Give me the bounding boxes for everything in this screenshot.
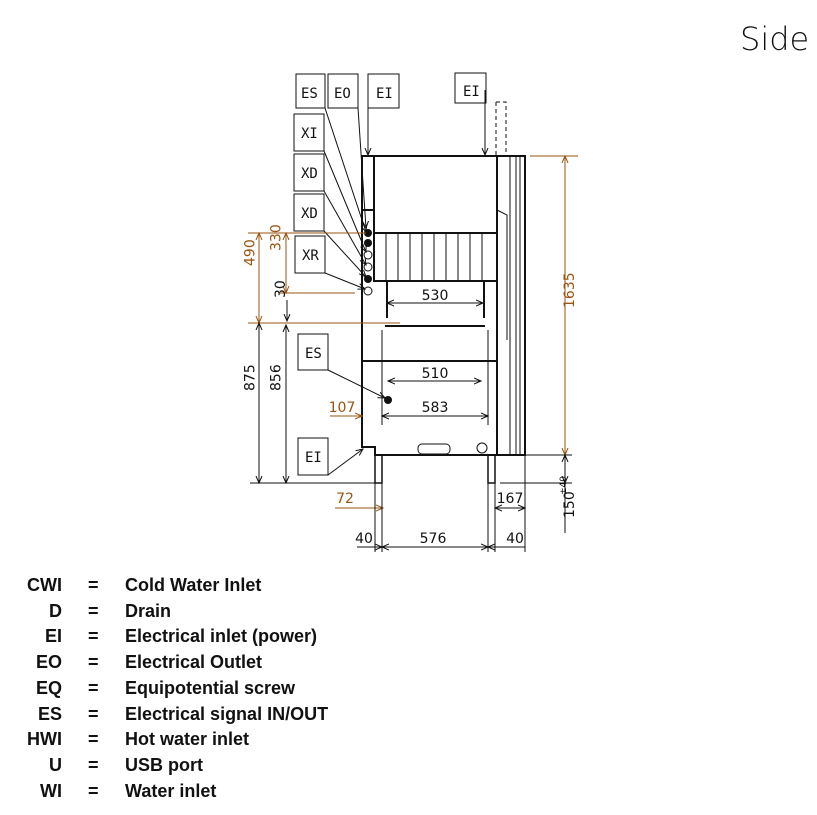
dim-167: 167 xyxy=(497,491,524,507)
label-box-ei-3 xyxy=(297,437,329,476)
feet xyxy=(374,454,496,484)
legend-abbr: EO xyxy=(35,652,62,673)
label-xd: XD xyxy=(301,166,318,182)
legend-abbr: EQ xyxy=(35,677,62,698)
legend-abbr: EI xyxy=(44,626,62,647)
label-es-top: ES xyxy=(301,86,318,102)
legend-desc: Equipotential screw xyxy=(125,677,296,698)
legend-abbr: CWI xyxy=(27,575,62,595)
label-ei-top-2: EI xyxy=(463,84,480,100)
view-title: Side xyxy=(740,20,810,58)
dim-530: 530 xyxy=(422,288,449,304)
label-box-xd-2 xyxy=(293,193,325,232)
dim-576: 576 xyxy=(420,531,447,547)
legend-desc: Drain xyxy=(125,600,172,621)
legend-desc: Cold Water Inlet xyxy=(125,575,262,595)
legend-desc: USB port xyxy=(125,754,203,775)
legend-desc: Hot water inlet xyxy=(125,729,250,750)
legend-equals: = xyxy=(88,780,99,801)
legend-abbr: ES xyxy=(37,703,62,724)
dim-1635: 1635 xyxy=(562,272,578,308)
label-box-xd xyxy=(293,153,325,192)
label-box-xr xyxy=(294,235,326,274)
legend-equals: = xyxy=(88,626,99,647)
dim-107: 107 xyxy=(329,400,356,416)
legend-equals: = xyxy=(88,652,99,673)
legend-desc: Electrical signal IN/OUT xyxy=(125,703,329,724)
legend-abbr: WI xyxy=(40,780,62,801)
legend-equals: = xyxy=(88,729,99,750)
label-box-ei xyxy=(367,73,400,109)
legend-desc: Electrical Outlet xyxy=(125,652,263,673)
label-box-ei-2 xyxy=(454,72,487,104)
dim-150: 150 xyxy=(562,491,578,518)
legend-equals: = xyxy=(88,703,99,724)
label-eo-top: EO xyxy=(334,86,351,102)
dim-40-left: 40 xyxy=(355,531,373,547)
label-box-es xyxy=(295,73,326,109)
dim-490: 490 xyxy=(243,239,259,266)
dim-330: 330 xyxy=(269,224,285,251)
legend-desc: Electrical inlet (power) xyxy=(125,626,318,647)
label-es-mid: ES xyxy=(305,346,322,362)
legend-equals: = xyxy=(88,677,99,698)
dim-875: 875 xyxy=(243,364,259,391)
legend-abbr: HWI xyxy=(27,729,62,750)
label-box-xi xyxy=(293,113,325,152)
legend-equals: = xyxy=(88,575,99,595)
label-box-es-2 xyxy=(297,333,329,371)
legend-abbr: U xyxy=(49,754,62,775)
cabinet-outline xyxy=(361,155,526,456)
label-xi: XI xyxy=(301,126,318,142)
label-xd-2: XD xyxy=(301,206,318,222)
legend-equals: = xyxy=(88,600,99,621)
dim-40-right: 40 xyxy=(506,531,524,547)
label-ei-top: EI xyxy=(376,86,393,102)
legend-desc: Water inlet xyxy=(125,780,217,801)
dim-510: 510 xyxy=(422,366,449,382)
legend-abbr: D xyxy=(49,600,62,621)
dim-72: 72 xyxy=(336,491,354,507)
dim-150-tolerance: ±40 xyxy=(559,476,569,495)
label-ei-bottom: EI xyxy=(305,450,322,466)
legend-equals: = xyxy=(88,754,99,775)
dim-856: 856 xyxy=(269,364,285,391)
dim-30: 30 xyxy=(273,280,289,298)
label-box-eo xyxy=(327,73,359,109)
dim-583: 583 xyxy=(422,400,449,416)
label-xr: XR xyxy=(302,248,319,264)
